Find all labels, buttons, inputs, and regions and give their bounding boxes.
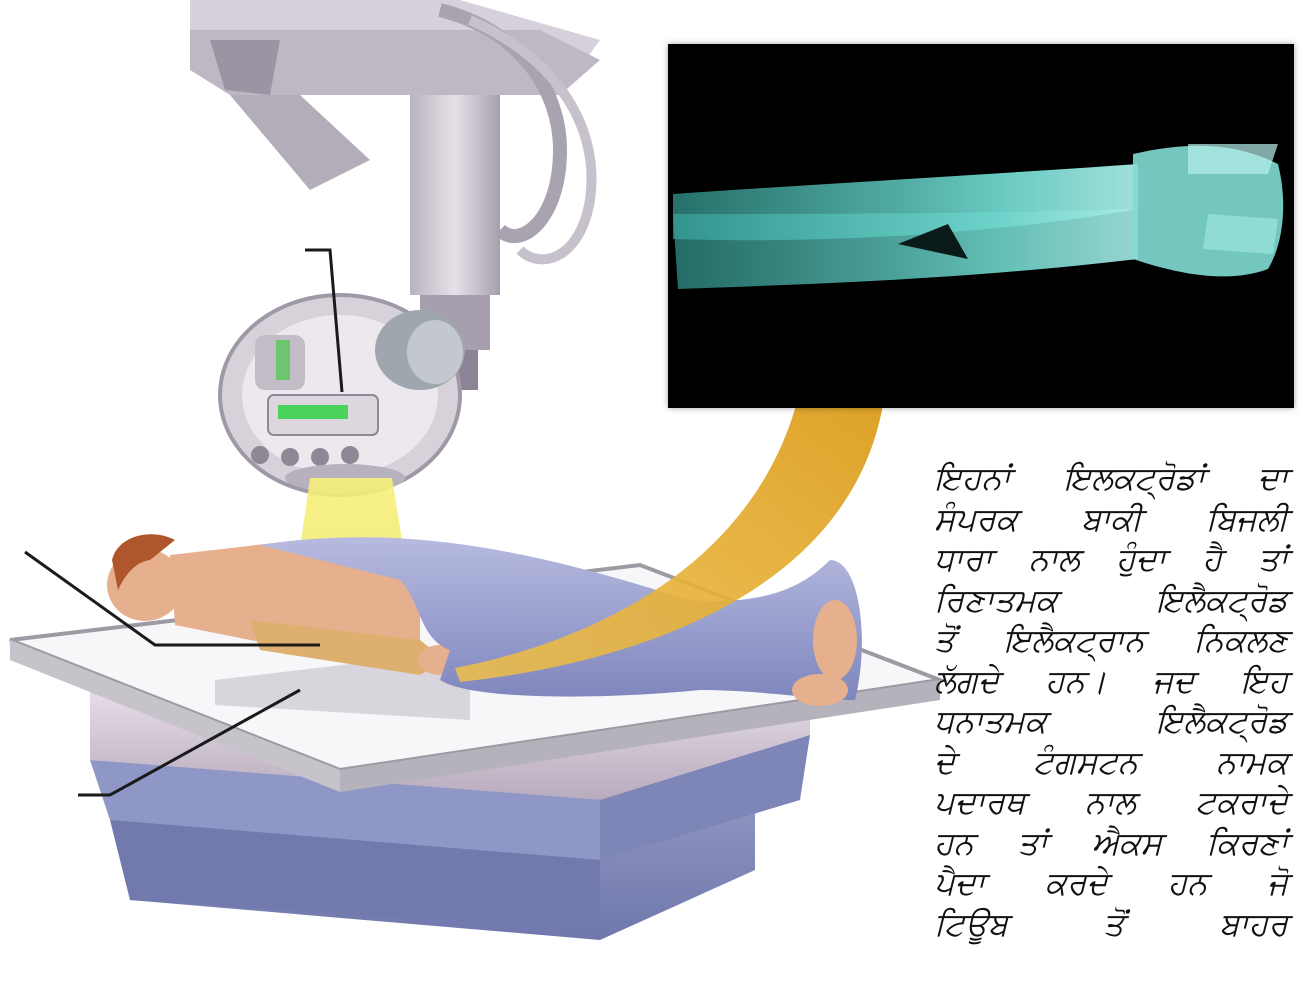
caption-line: ਪੈਦਾ ਕਰਦੇ ਹਨ ਜੋ xyxy=(934,863,1288,904)
xray-image-panel xyxy=(668,44,1294,408)
caption-line: ਟਿਊਬ ਤੋਂ ਬਾਹਰ xyxy=(934,904,1288,945)
forearm-radiograph xyxy=(668,44,1294,408)
caption-line: ਲੱਗਦੇ ਹਨ। ਜਦ ਇਹ xyxy=(934,661,1288,702)
caption-line: ਸੰਪਰਕ ਬਾਕੀ ਬਿਜਲੀ xyxy=(934,499,1288,540)
caption-line: ਤੋਂ ਇਲੈਕਟ੍ਰਾਨ ਨਿਕਲਣ xyxy=(934,620,1288,661)
caption-text: ਇਹਨਾਂ ਇਲਕਟ੍ਰੋਡਾਂ ਦਾ ਸੰਪਰਕ ਬਾਕੀ ਬਿਜਲੀ ਧਾਰ… xyxy=(934,458,1288,944)
caption-line: ਧਨਾਤਮਕ ਇਲੈਕਟ੍ਰੋਡ xyxy=(934,701,1288,742)
xray-machine-head xyxy=(220,295,465,495)
caption-line: ਧਾਰਾ ਨਾਲ ਹੁੰਦਾ ਹੈ ਤਾਂ xyxy=(934,539,1288,580)
caption-line: ਦੇ ਟੰਗਸਟਨ ਨਾਮਕ xyxy=(934,742,1288,783)
caption-line: ਰਿਣਾਤਮਕ ਇਲੈਕਟ੍ਰੋਡ xyxy=(934,580,1288,621)
ceiling-mount xyxy=(190,0,600,259)
caption-line: ਹਨ ਤਾਂ ਐਕਸ ਕਿਰਣਾਂ xyxy=(934,823,1288,864)
caption-line: ਇਹਨਾਂ ਇਲਕਟ੍ਰੋਡਾਂ ਦਾ xyxy=(934,458,1288,499)
caption-line: ਪਦਾਰਥ ਨਾਲ ਟਕਰਾਦੇ xyxy=(934,782,1288,823)
